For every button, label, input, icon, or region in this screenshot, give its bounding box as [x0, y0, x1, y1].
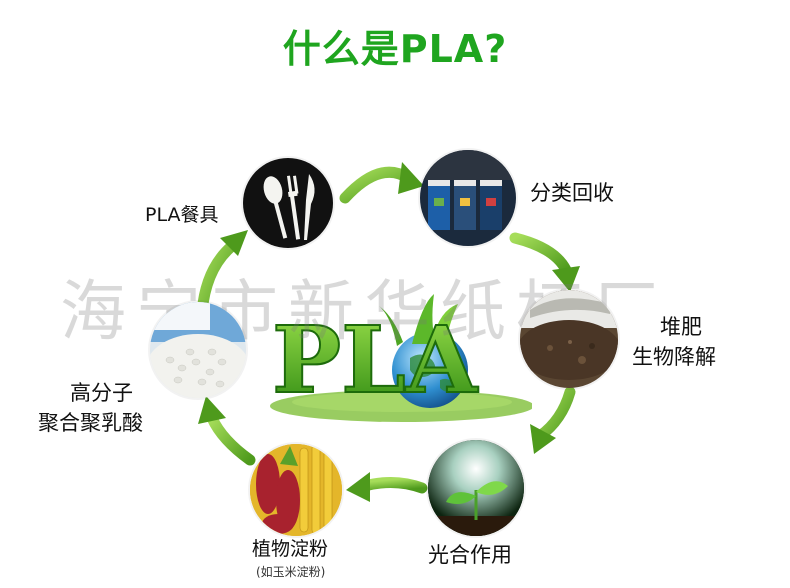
soil-icon: [520, 290, 618, 380]
arrow-head: [530, 424, 556, 454]
polymer-image: [150, 302, 246, 398]
compost-label-line1: 堆肥: [660, 315, 702, 339]
starch-label: 植物淀粉: [252, 538, 329, 560]
center-logo-text: PLA: [272, 306, 479, 414]
seedling-icon: [428, 440, 524, 536]
arrow-recycling-compost: [509, 232, 572, 276]
arrow-head: [198, 396, 226, 424]
arrow-compost-photosynthesis: [534, 386, 576, 442]
starch-sublabel: (如玉米淀粉): [256, 565, 326, 579]
arrow-photosynthesis-starch: [358, 477, 428, 494]
arrow-head: [346, 472, 370, 502]
arrow-tableware-recycling: [339, 166, 414, 204]
polymer-label-line2: 聚合聚乳酸: [38, 411, 143, 435]
tableware-image: [243, 158, 333, 248]
recycling-image: [420, 150, 516, 246]
fork-knife-spoon-icon: [263, 174, 315, 240]
recycling-label: 分类回收: [530, 181, 614, 205]
arrow-starch-polymer: [206, 412, 256, 466]
pellets-icon: [150, 302, 246, 398]
compost-label-line2: 生物降解: [632, 345, 716, 369]
arrow-head: [552, 266, 580, 292]
compost-image: [520, 290, 618, 388]
page-title: 什么是PLA?: [282, 27, 508, 71]
photosynthesis-image: [428, 440, 524, 536]
starch-image: [250, 444, 342, 536]
arrow-head: [398, 162, 424, 194]
arrow-head: [220, 230, 248, 256]
photosynthesis-label: 光合作用: [428, 543, 512, 567]
tableware-label: PLA餐具: [145, 204, 219, 226]
corn-icon: [250, 444, 342, 536]
center-pla-logo: PLA: [270, 294, 532, 422]
polymer-label-line1: 高分子: [70, 381, 133, 405]
recycle-bins-icon: [420, 150, 516, 230]
